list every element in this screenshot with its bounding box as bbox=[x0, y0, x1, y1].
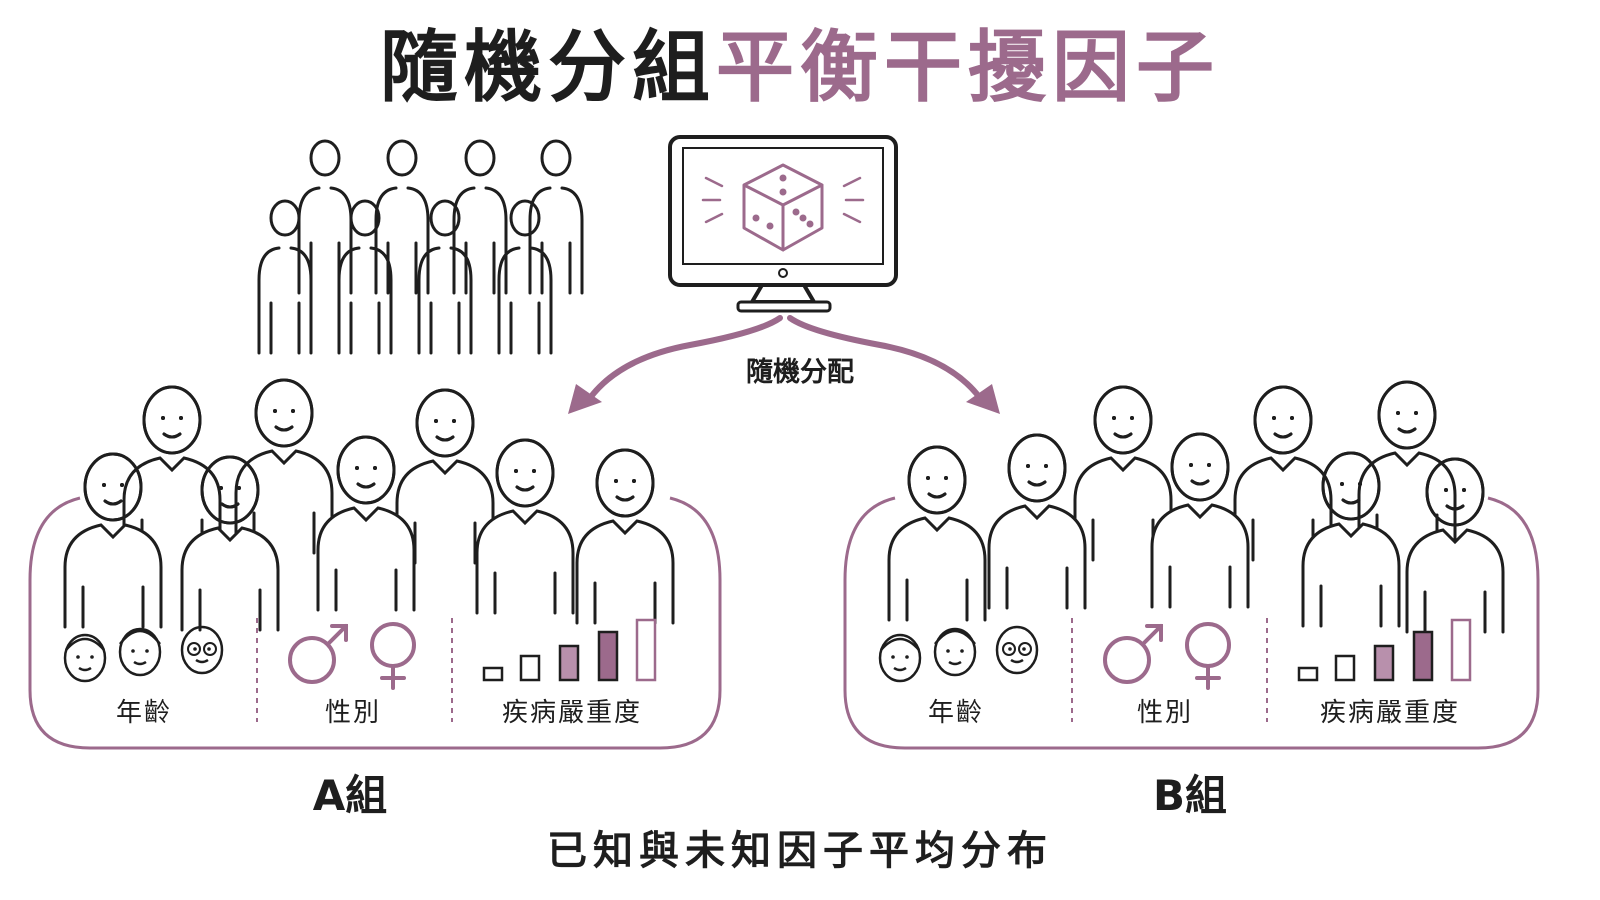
group-a-factor-severity: 疾病嚴重度 bbox=[501, 698, 642, 728]
footer-caption: 已知與未知因子平均分布 bbox=[547, 828, 1053, 874]
page-title: 隨機分組平衡干擾因子 bbox=[0, 18, 1600, 118]
title-part-balance-confounders: 平衡干擾因子 bbox=[716, 23, 1221, 113]
group-b-factor-sex: 性別 bbox=[1136, 698, 1193, 728]
arrow-head-right bbox=[966, 384, 1000, 414]
group-a-people bbox=[65, 380, 673, 630]
group-b-factor-severity: 疾病嚴重度 bbox=[1319, 698, 1460, 728]
random-assignment-label: 隨機分配 bbox=[746, 357, 854, 388]
group-a-factor-age: 年齡 bbox=[115, 698, 172, 728]
group-a-factor-sex: 性別 bbox=[324, 698, 381, 728]
group-b-panel bbox=[843, 382, 1540, 750]
group-b-factor-age: 年齡 bbox=[927, 698, 984, 728]
group-a-label: A組 bbox=[312, 771, 388, 820]
group-a-panel bbox=[28, 380, 722, 750]
monitor-dice-icon bbox=[668, 135, 898, 313]
allocation-arrows bbox=[587, 315, 983, 401]
arrow-head-left bbox=[568, 384, 602, 414]
group-b-label: B組 bbox=[1152, 771, 1227, 820]
group-b-people bbox=[889, 382, 1503, 632]
title-part-random-grouping: 隨機分組 bbox=[379, 23, 716, 113]
participant-crowd bbox=[257, 139, 584, 355]
